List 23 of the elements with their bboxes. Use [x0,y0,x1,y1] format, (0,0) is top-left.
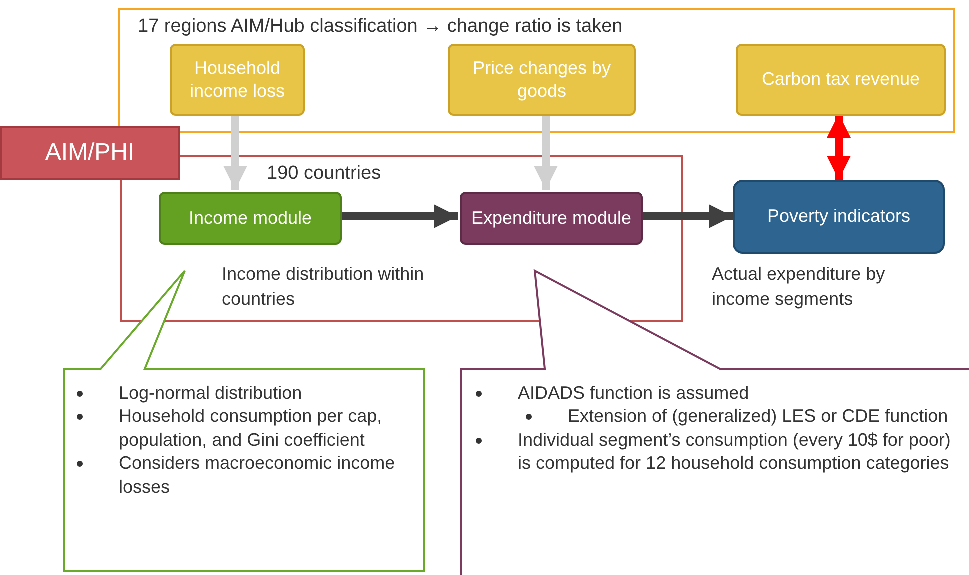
bullet-text: Considers macroeconomic income losses [119,452,396,499]
model-label: AIM/PHI [0,126,180,180]
process-box: Income module [159,192,342,245]
process-box: Poverty indicators [733,180,945,254]
bullet-text: AIDADS function is assumed [518,382,750,405]
arrow [827,114,851,180]
group-heading: 190 countries [267,163,382,185]
bullet-text: Household consumption per cap, population, and Gini coefficient [119,405,384,452]
arrow [224,114,248,190]
arrow [534,114,558,190]
arrow [340,204,458,228]
group-heading: 17 regions AIM/Hub classification → change ratio is taken [138,16,623,38]
arrow [641,204,733,228]
process-box: Expenditure module [460,192,643,245]
group-frame [118,8,955,133]
bullet-text: Log-normal distribution [119,382,304,405]
process-box: Carbon tax revenue [736,44,946,116]
process-box: Price changes by goods [448,44,636,116]
bullet-text: Individual segment’s consumption (every 10$ for poor) is computed for 12 household consumption categories [518,428,952,476]
bullet-text: Extension of (generalized) LES or CDE function [568,405,950,428]
process-box: Household income loss [170,44,305,116]
annotation-text: Income distribution within countries [222,263,426,312]
annotation-text: Actual expenditure by income segments [712,263,886,312]
